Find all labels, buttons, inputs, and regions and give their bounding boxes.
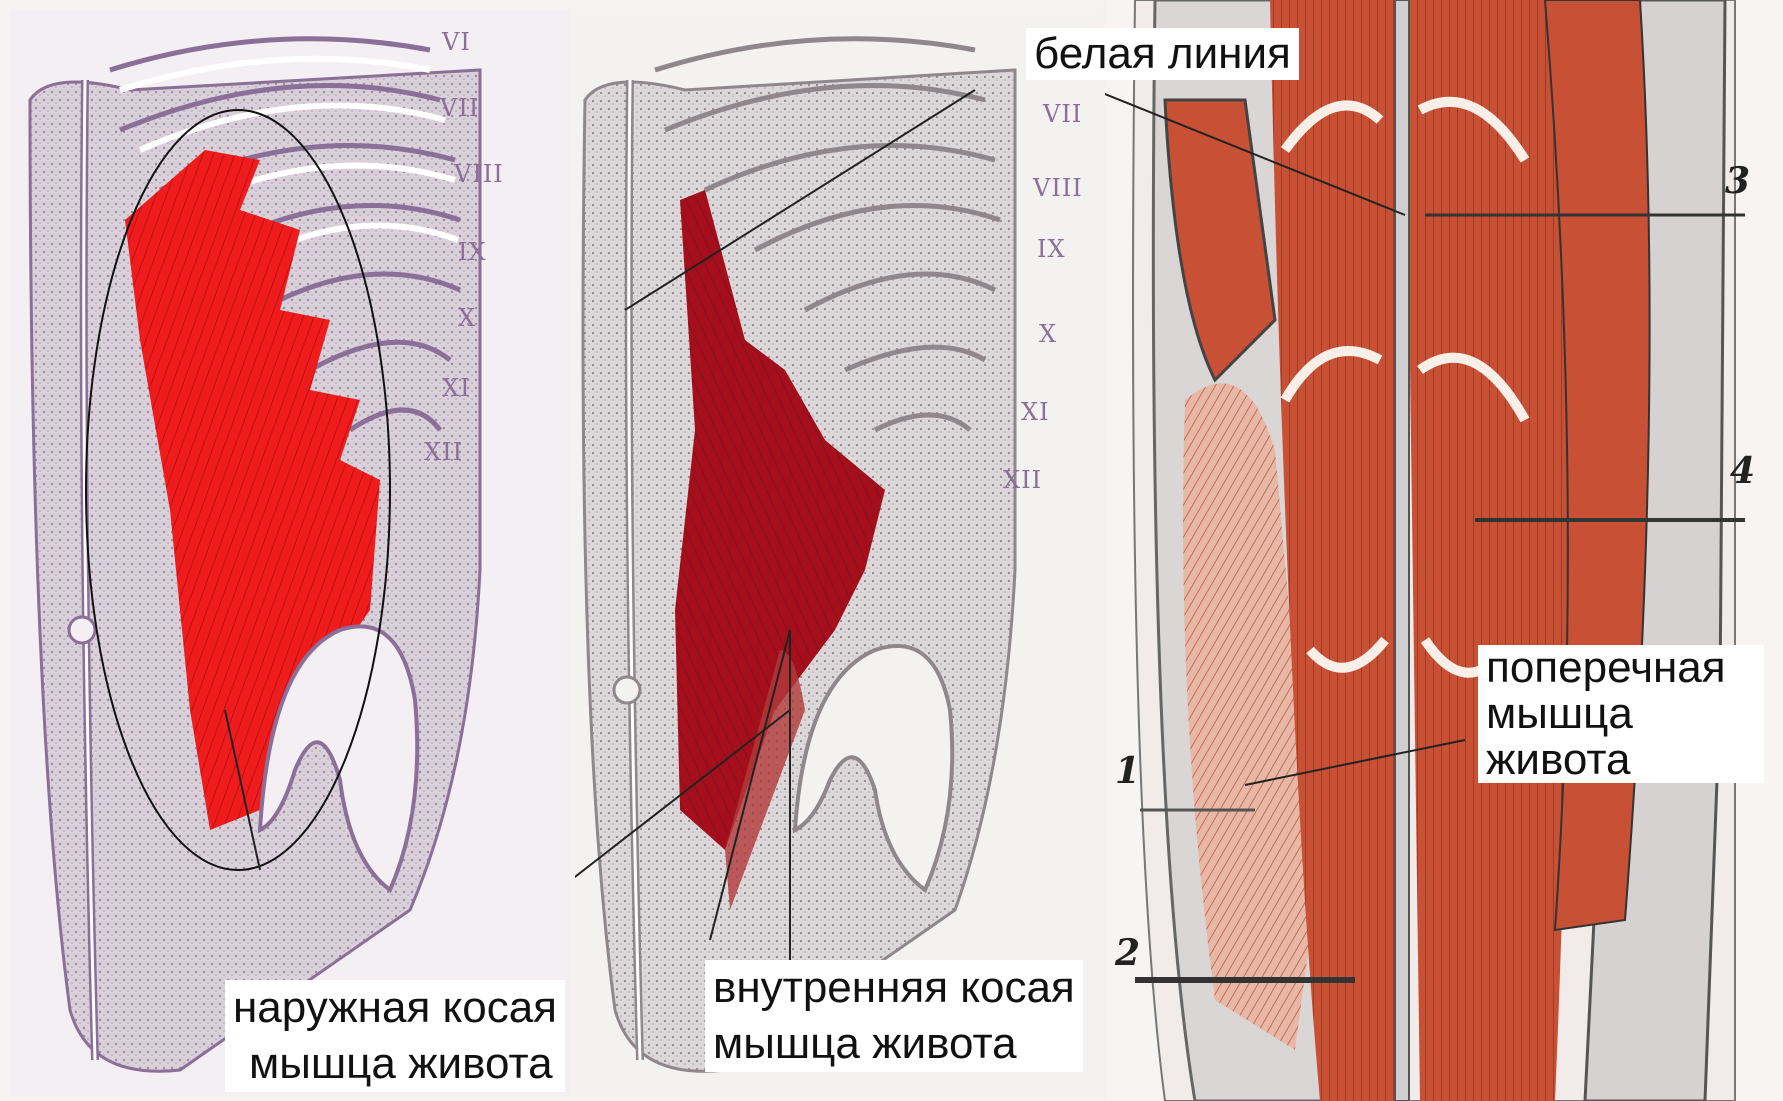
label-external-oblique: наружная косая мышца живота [225,980,565,1092]
navel-mark [69,617,95,643]
label-transverse-muscle: поперечная мышца живота [1478,645,1764,783]
rib-numeral: VII [1043,100,1082,128]
rib-numeral: XII [1003,466,1042,494]
label-internal-oblique: внутренняя косая мышца живота [705,960,1083,1072]
callout-number: 4 [1730,450,1755,492]
middle-illustration [575,10,1100,1095]
left-panel-external-oblique: VI VII VIII IX X XI XII [10,10,570,1095]
callout-number: 1 [1115,750,1140,792]
rib-numeral: VII [440,94,479,122]
rib-numeral: VIII [454,160,504,188]
rib-numeral: VI [442,28,471,56]
callout-number: 2 [1115,932,1140,974]
label-linea-alba: белая линия [1026,28,1299,80]
right-panel-abdominal-wall: 1 2 3 4 [1105,0,1783,1101]
label-line: живота [1486,737,1756,783]
middle-panel-internal-oblique: VII VIII IX X XI XII [575,10,1100,1095]
rectus-right [1405,0,1568,1101]
rib-numeral: XI [442,374,471,402]
rib-numeral: XII [424,438,463,466]
rib-numeral: VIII [1033,174,1083,202]
navel-mark [614,677,640,703]
rib-numeral: X [1039,320,1057,348]
label-line: поперечная [1486,645,1756,691]
rib-numeral: IX [458,238,487,266]
label-line: внутренняя косая [713,960,1075,1016]
linea-alba [1395,0,1409,1101]
rib-numeral: IX [1037,235,1066,263]
label-line: мышца живота [713,1016,1075,1072]
right-illustration [1105,0,1783,1101]
label-line: наружная косая [233,980,557,1036]
rib-numeral: X [458,304,476,332]
rib-numeral: XI [1021,398,1050,426]
label-line: мышца живота [233,1036,557,1092]
label-line: мышца [1486,691,1756,737]
callout-number: 3 [1725,160,1750,202]
